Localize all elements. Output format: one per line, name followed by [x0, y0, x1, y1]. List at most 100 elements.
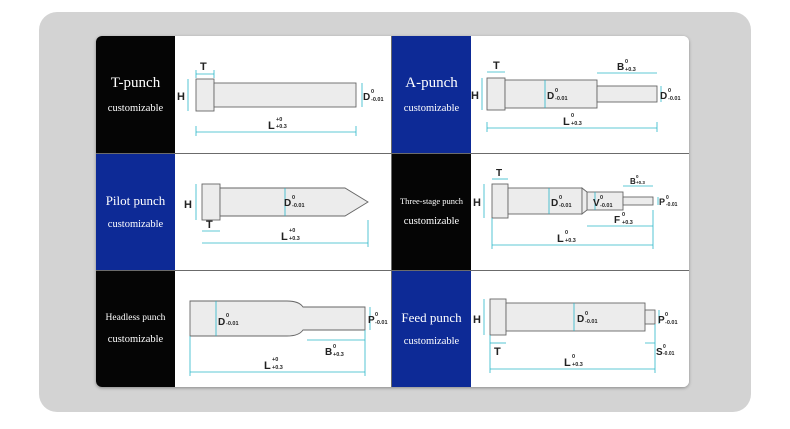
dim-d-tol-upper: 0 [585, 311, 588, 317]
dim-d-tol-lower: -0.01 [585, 319, 598, 325]
tip-shape [644, 309, 656, 325]
dim-d-tol-upper: 0 [226, 313, 229, 319]
dim-v-tol-lower: -0.01 [600, 203, 613, 209]
dim-d: D [284, 198, 291, 209]
card-title: Feed punch [401, 310, 462, 326]
dim-p-tol-lower: -0.01 [375, 320, 388, 326]
dim-d-tol-lower: -0.01 [292, 203, 305, 209]
dim-t: T [493, 60, 500, 72]
dim-d: D [551, 198, 558, 209]
dim-p-tol-lower: -0.01 [666, 202, 678, 208]
dim-l-tol-lower: +0.3 [572, 362, 583, 368]
dim-d-tol-lower: -0.01 [559, 203, 572, 209]
card-title: Headless punch [105, 313, 166, 324]
dim-f-tol-upper: 0 [622, 212, 625, 218]
card-headless-punch: Headless punch customizable D 0 -0.01 P … [96, 271, 391, 387]
pilot-punch-diagram: H D 0 -0.01 T L +0 +0.3 [184, 183, 369, 247]
card-label: A-punch customizable [392, 36, 471, 153]
dim-l-tol-upper: +0 [272, 357, 278, 363]
dim-h: H [471, 90, 479, 102]
card-subtitle: customizable [403, 102, 460, 114]
dim-p: P [658, 315, 665, 326]
dim-t: T [494, 346, 501, 358]
shank-shape [213, 82, 357, 108]
dim-d-tol-upper: 0 [555, 88, 558, 94]
dim-d2-tol-lower: -0.01 [668, 96, 681, 102]
dim-l: L [281, 231, 288, 243]
dim-h: H [177, 91, 185, 103]
dim-p-tol-upper: 0 [665, 312, 668, 318]
dim-l: L [264, 360, 271, 372]
technical-drawing: T H D 0 -0.01 L +0 +0.3 [175, 36, 391, 153]
dim-s-tol-upper: 0 [663, 344, 666, 350]
card-label: Pilot punch customizable [96, 154, 175, 270]
stage1-shape [507, 187, 583, 215]
t-punch-diagram: T H D 0 -0.01 L +0 +0.3 [177, 61, 384, 136]
dim-v-tol-upper: 0 [600, 195, 603, 201]
dim-l-tol-upper: +0 [276, 117, 282, 123]
dim-b-tol-upper: 0 [625, 59, 628, 65]
card-subtitle: customizable [107, 218, 164, 230]
row-divider [96, 153, 689, 154]
tip-shape [596, 85, 658, 103]
dim-l-tol-lower: +0.3 [565, 238, 576, 244]
card-t-punch: T-punch customizable T H D 0 -0.01 L +0 … [96, 36, 391, 153]
dim-d-tol-upper: 0 [292, 195, 295, 201]
dim-l-tol-lower: +0.3 [571, 121, 582, 127]
card-label: Feed punch customizable [392, 271, 471, 387]
taper-shape [581, 187, 588, 215]
dim-h: H [184, 199, 192, 211]
dim-d2: D [660, 91, 667, 102]
card-label: Three-stage punch customizable [392, 154, 471, 270]
dim-l: L [557, 233, 564, 245]
dim-b-tol-upper: 0 [333, 344, 336, 350]
row-divider [96, 270, 689, 271]
technical-drawing: H D 0 -0.01 P 0 -0.01 T S 0 -0.01 L 0 +0… [471, 271, 689, 387]
dim-t: T [206, 219, 213, 231]
dim-b-tol-lower: +0.3 [333, 352, 344, 358]
head-shape [486, 77, 506, 111]
card-label: T-punch customizable [96, 36, 175, 153]
dim-b: B [630, 177, 636, 186]
dim-p: P [368, 315, 375, 326]
technical-drawing: T H D 0 -0.01 V 0 -0.01 B 0 +0.3 P 0 -0.… [471, 154, 689, 270]
card-three-stage-punch: Three-stage punch customizable T H D 0 -… [392, 154, 689, 270]
dim-b-tol-lower: +0.3 [625, 67, 636, 73]
dim-l-tol-lower: +0.3 [272, 365, 283, 371]
dim-t: T [200, 61, 207, 73]
a-punch-diagram: T H D 0 -0.01 B 0 +0.3 D 0 -0.01 L 0 +0.… [471, 59, 681, 132]
tip-shape [622, 196, 654, 206]
card-subtitle: customizable [107, 102, 164, 114]
dim-d-tol-upper: 0 [559, 195, 562, 201]
dim-l-tol-upper: 0 [572, 354, 575, 360]
dim-b-tol-lower: +0.3 [636, 180, 645, 185]
dim-h: H [473, 314, 481, 326]
card-title: Three-stage punch [399, 195, 463, 206]
card-label: Headless punch customizable [96, 271, 175, 387]
dim-l-tol-lower: +0.3 [276, 124, 287, 130]
dim-s: S [656, 347, 663, 358]
punch-catalog-panel: T-punch customizable T H D 0 -0.01 L +0 … [96, 36, 689, 387]
head-shape [489, 298, 507, 336]
dim-l: L [563, 116, 570, 128]
dim-d: D [577, 314, 584, 325]
card-subtitle: customizable [403, 216, 460, 228]
card-title: T-punch [110, 75, 161, 92]
dim-h: H [473, 197, 481, 209]
dim-b: B [617, 62, 624, 73]
card-title: A-punch [405, 75, 458, 92]
dim-s-tol-lower: -0.01 [663, 351, 675, 357]
dim-f-tol-lower: +0.3 [622, 220, 633, 226]
dim-t: T [496, 168, 502, 179]
dim-l-tol-lower: +0.3 [289, 236, 300, 242]
dim-d: D [547, 91, 554, 102]
head-shape [491, 183, 509, 219]
dim-v: V [593, 198, 600, 209]
card-subtitle: customizable [107, 333, 164, 345]
head-shape [195, 78, 215, 112]
dim-l: L [268, 120, 275, 132]
dim-p-tol-upper: 0 [375, 312, 378, 318]
dim-d-tol-upper: 0 [371, 89, 374, 95]
dim-d-tol-lower: -0.01 [555, 96, 568, 102]
dim-d-tol-lower: -0.01 [371, 97, 384, 103]
